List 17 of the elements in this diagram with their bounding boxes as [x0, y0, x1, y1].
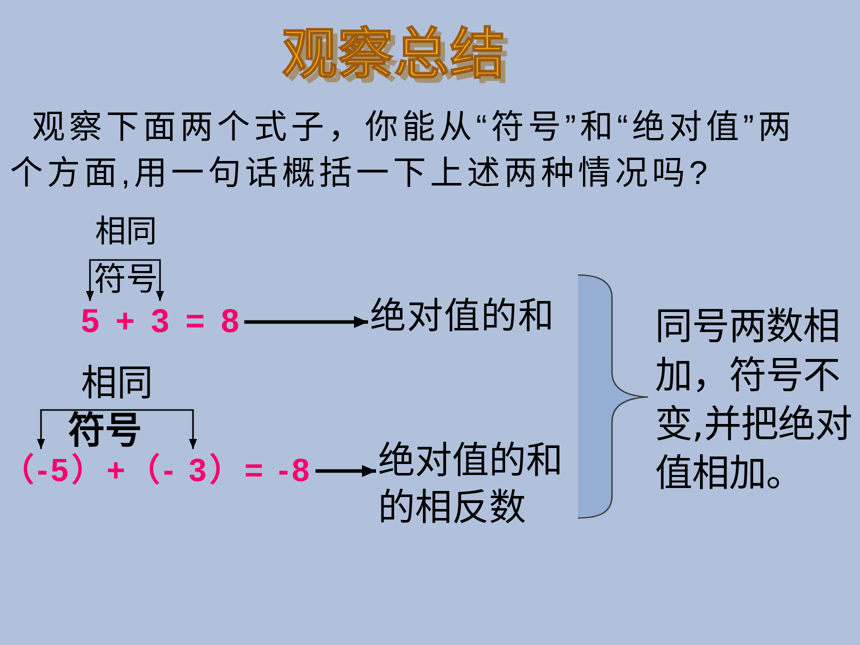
result-text: 绝对值的和的相反数	[378, 437, 570, 531]
bracket-arrow	[105, 409, 197, 449]
bracket-arrow	[126, 259, 164, 301]
bracket-arrow	[86, 259, 126, 301]
annotation-text: 相同	[81, 363, 153, 405]
equation-text: 5 + 3 = 8	[81, 302, 242, 340]
bracket-label: 符号	[68, 412, 142, 450]
arrow	[244, 316, 368, 328]
slide-title: 观察总结	[282, 22, 506, 86]
question-text: 观察下面两个式子，你能从“符号”和“绝对值”两个方面,用一句话概括一下上述两种情况吗?	[10, 107, 796, 193]
result-text: 绝对值的和	[370, 296, 555, 338]
annotation-text: 相同	[95, 213, 157, 251]
bracket-label: 符号	[94, 261, 158, 297]
equation-text: （-5）+（- 3）= -8	[2, 450, 313, 490]
conclusion-text: 同号两数相加，符号不变,并把绝对值相加。	[655, 302, 860, 498]
arrow	[316, 465, 376, 477]
bracket-arrow	[37, 409, 105, 449]
